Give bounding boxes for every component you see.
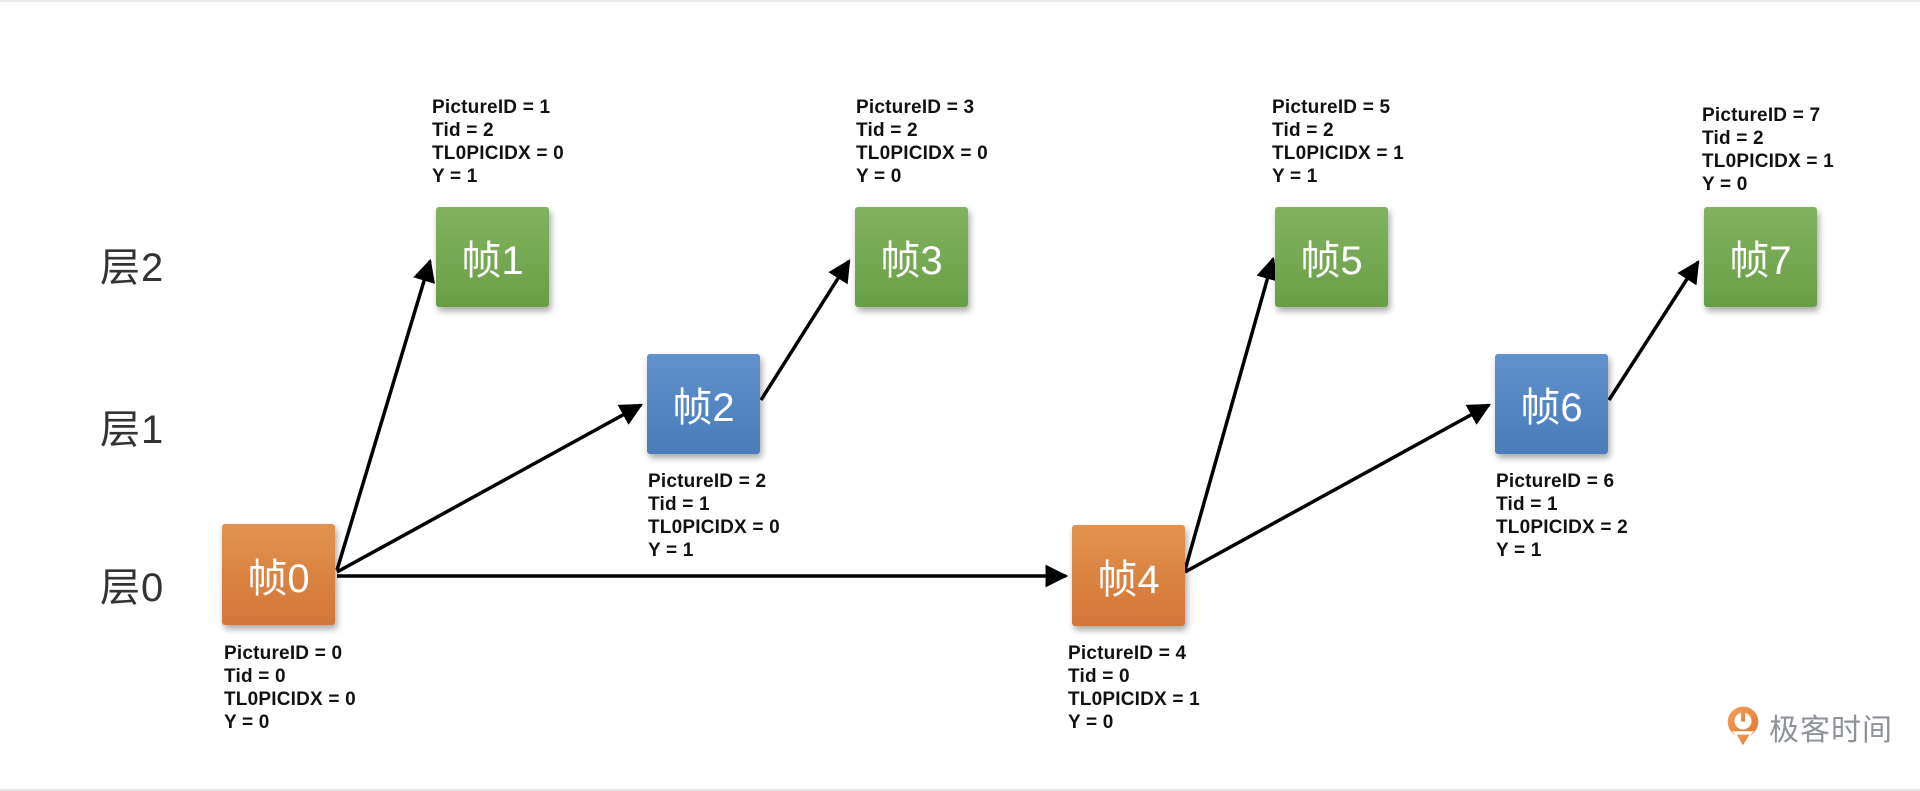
frame-7-annotation: PictureID = 7 Tid = 2 TL0PICIDX = 1 Y = … [1702, 104, 1834, 196]
frame-node-3: 帧3 [855, 207, 968, 307]
annotation-line: TL0PICIDX = 0 [224, 689, 356, 710]
annotation-line: Tid = 1 [1496, 494, 1558, 515]
layer-label-2: 层2 [100, 246, 165, 290]
frame-6-annotation: PictureID = 6 Tid = 1 TL0PICIDX = 2 Y = … [1496, 470, 1628, 562]
layer-label-1: 层1 [100, 408, 165, 452]
frame-4-annotation: PictureID = 4 Tid = 0 TL0PICIDX = 1 Y = … [1068, 642, 1200, 734]
frame-1-annotation: PictureID = 1 Tid = 2 TL0PICIDX = 0 Y = … [432, 96, 564, 188]
dependency-arrow-frame6-to-frame7 [1607, 260, 1700, 401]
annotation-line: Y = 0 [856, 166, 902, 187]
dependency-arrow-frame0-to-frame2 [336, 403, 643, 574]
annotation-line: TL0PICIDX = 0 [432, 143, 564, 164]
annotation-line: PictureID = 4 [1068, 643, 1187, 664]
annotation-line: TL0PICIDX = 0 [856, 143, 988, 164]
annotation-line: Y = 0 [1702, 174, 1748, 195]
annotation-line: Y = 1 [1272, 166, 1318, 187]
annotation-line: TL0PICIDX = 2 [1496, 517, 1628, 538]
annotation-line: Tid = 1 [648, 494, 710, 515]
annotation-line: Y = 0 [224, 712, 270, 733]
frame-node-4: 帧4 [1072, 525, 1185, 626]
annotation-line: PictureID = 7 [1702, 105, 1821, 126]
annotation-line: PictureID = 6 [1496, 471, 1615, 492]
geektime-logo: 极客时间 [1726, 704, 1893, 750]
frame-0-annotation: PictureID = 0 Tid = 0 TL0PICIDX = 0 Y = … [224, 642, 356, 734]
frame-2-annotation: PictureID = 2 Tid = 1 TL0PICIDX = 0 Y = … [648, 470, 780, 562]
annotation-line: PictureID = 2 [648, 471, 767, 492]
frame-3-annotation: PictureID = 3 Tid = 2 TL0PICIDX = 0 Y = … [856, 96, 988, 188]
annotation-line: TL0PICIDX = 1 [1702, 151, 1834, 172]
frame-node-6: 帧6 [1495, 354, 1608, 454]
annotation-line: PictureID = 0 [224, 643, 343, 664]
frame-node-1: 帧1 [436, 207, 549, 307]
annotation-line: PictureID = 5 [1272, 97, 1391, 118]
annotation-line: TL0PICIDX = 1 [1068, 689, 1200, 710]
annotation-line: Tid = 2 [1702, 128, 1764, 149]
frame-node-7: 帧7 [1704, 207, 1817, 307]
dependency-arrow-frame4-to-frame6 [1184, 403, 1491, 574]
annotation-line: Y = 0 [1068, 712, 1114, 733]
annotation-line: Tid = 2 [856, 120, 918, 141]
frame-5-annotation: PictureID = 5 Tid = 2 TL0PICIDX = 1 Y = … [1272, 96, 1404, 188]
frame-node-0: 帧0 [222, 524, 335, 625]
frame-node-2: 帧2 [647, 354, 760, 454]
annotation-line: Y = 1 [1496, 540, 1542, 561]
annotation-line: TL0PICIDX = 1 [1272, 143, 1404, 164]
geektime-logo-text: 极客时间 [1769, 714, 1893, 747]
dependency-arrow-frame2-to-frame3 [759, 259, 851, 401]
geektime-pin-icon [1727, 706, 1759, 746]
annotation-line: Tid = 2 [432, 120, 494, 141]
annotation-line: Y = 1 [648, 540, 694, 561]
annotation-line: TL0PICIDX = 0 [648, 517, 780, 538]
layer-label-0: 层0 [100, 566, 165, 610]
annotation-line: Tid = 0 [224, 666, 286, 687]
dependency-arrow-frame4-to-frame5 [1183, 256, 1279, 571]
annotation-line: Tid = 0 [1068, 666, 1130, 687]
dependency-arrow-frame0-to-frame1 [335, 258, 435, 571]
annotation-line: Y = 1 [432, 166, 478, 187]
frame-node-5: 帧5 [1275, 207, 1388, 307]
annotation-line: PictureID = 1 [432, 97, 551, 118]
annotation-line: PictureID = 3 [856, 97, 975, 118]
annotation-line: Tid = 2 [1272, 120, 1334, 141]
